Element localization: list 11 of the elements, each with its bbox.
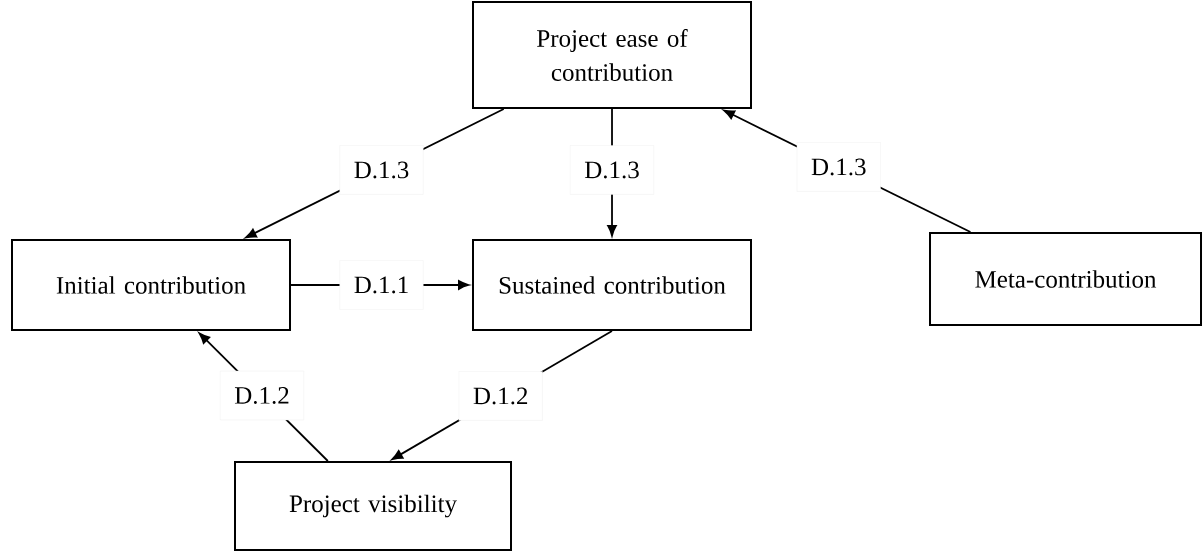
- process-box: Initial contribution: [11, 239, 291, 331]
- edge-label: D.1.3: [339, 145, 424, 195]
- process-box: Meta-contribution: [929, 232, 1202, 326]
- process-box: Sustained contribution: [472, 239, 752, 331]
- process-box: Project visibility: [234, 461, 512, 551]
- process-box: Project ease of contribution: [472, 1, 752, 109]
- edge-label: D.1.1: [339, 260, 424, 310]
- edge-label: D.1.3: [796, 142, 881, 192]
- edge-label: D.1.3: [570, 145, 654, 195]
- edge-label: D.1.2: [220, 370, 304, 421]
- edge-label: D.1.2: [458, 371, 543, 421]
